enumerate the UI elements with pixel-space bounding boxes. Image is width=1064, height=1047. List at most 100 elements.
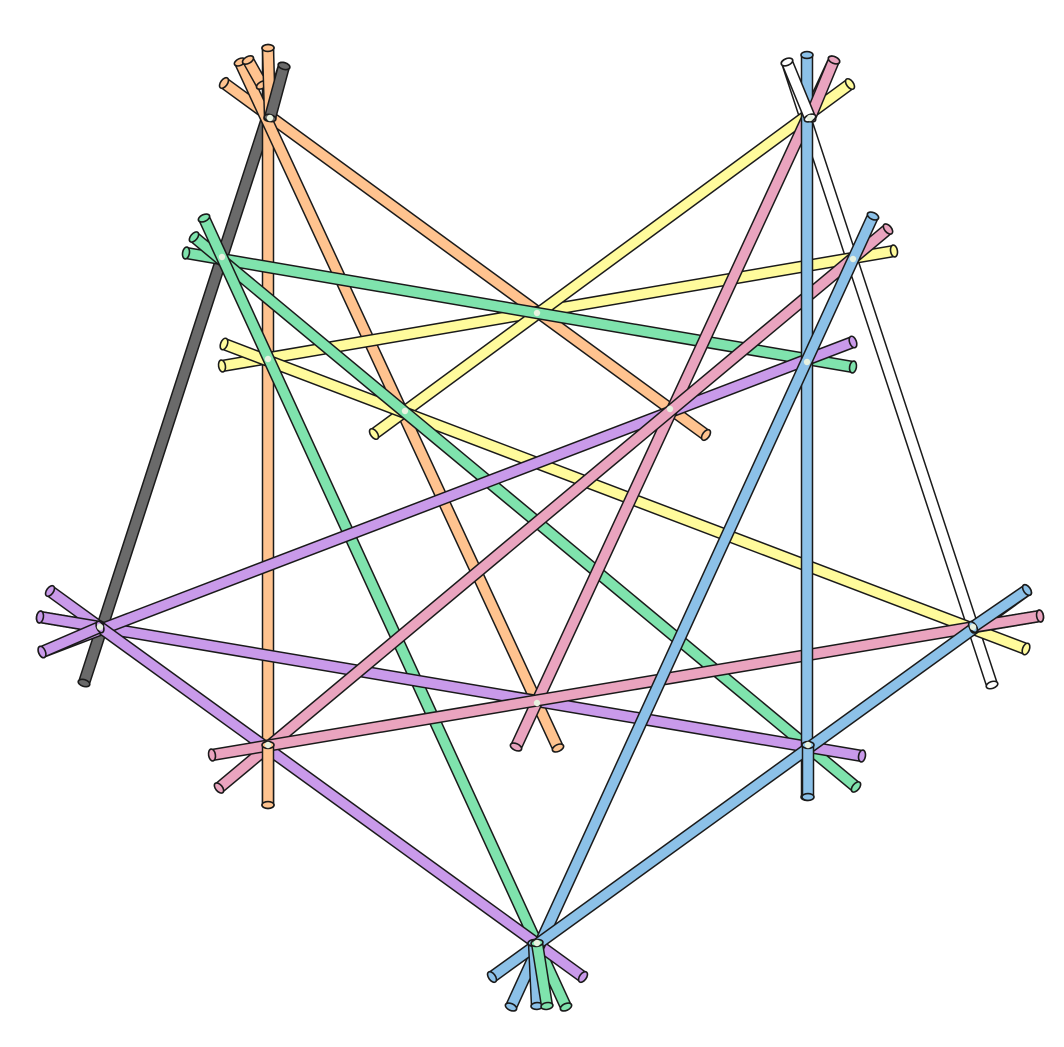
- tube-8-body: [222, 339, 1028, 654]
- tube-4-cap-b: [551, 743, 565, 753]
- node-4: [533, 309, 541, 317]
- tube-pink-16: [214, 224, 893, 793]
- tube-9-cap-b: [848, 360, 858, 374]
- node-11: [533, 699, 541, 707]
- tube-layer: [35, 43, 1045, 1012]
- tube-gray-1: [78, 64, 290, 685]
- tube-purple-14: [46, 585, 587, 983]
- tube-green-11: [198, 215, 572, 1010]
- tube-32-cap-b: [1021, 583, 1033, 597]
- tube-28-cap-b: [780, 57, 794, 67]
- tube-orange-5: [242, 56, 268, 89]
- tube-18-cap-a: [800, 50, 814, 60]
- tube-blue-19: [505, 213, 879, 1010]
- cap-layer: [96, 114, 977, 947]
- tube-14-body: [47, 587, 586, 981]
- tube-23-cap-b: [261, 800, 275, 810]
- tube-7-cap-b: [844, 77, 856, 91]
- tube-3-cap-b: [700, 428, 712, 442]
- tube-19-body: [506, 214, 878, 1009]
- node-12: [804, 741, 812, 749]
- tube-8-cap-a: [219, 337, 229, 351]
- tube-19-cap-a: [504, 1002, 518, 1012]
- tube-7-cap-a: [368, 427, 380, 441]
- tube-14-cap-b: [577, 970, 589, 984]
- tube-20-body: [489, 586, 1030, 981]
- tube-10-cap-b: [850, 781, 862, 793]
- tube-11-cap-b: [559, 1002, 573, 1012]
- tube-3-body: [221, 79, 709, 439]
- tube-19-cap-b: [866, 211, 880, 221]
- tube-12-body: [39, 612, 863, 761]
- tube-16-cap-a: [213, 782, 225, 794]
- tube-22-cap-b: [540, 1001, 554, 1011]
- node-2: [264, 355, 272, 363]
- tube-8-cap-b: [1021, 642, 1031, 656]
- tube-yellow-7: [370, 78, 854, 440]
- node-8: [806, 114, 814, 122]
- node-5: [666, 405, 674, 413]
- tube-10-body: [190, 233, 860, 791]
- tube-15-cap-a: [509, 742, 523, 752]
- tube-13-cap-b: [848, 335, 858, 349]
- tube-9-cap-a: [181, 246, 191, 260]
- node-3: [401, 407, 409, 415]
- tube-1-body: [79, 64, 289, 685]
- node-14: [533, 939, 541, 947]
- tube-17-body: [211, 611, 1041, 760]
- tube-0-body: [782, 60, 997, 687]
- tube-1-cap-b: [77, 678, 91, 688]
- tube-25-cap-b: [261, 43, 275, 53]
- tube-26-body: [265, 64, 289, 120]
- tube-16-body: [215, 225, 892, 792]
- tube-26-cap-b: [277, 61, 291, 71]
- tube-6-cap-b: [889, 244, 899, 258]
- tube-30-body: [40, 622, 102, 657]
- tube-6-cap-a: [217, 359, 227, 373]
- tube-14-cap-a: [44, 584, 56, 598]
- node-9: [96, 623, 104, 631]
- tube-32-body: [970, 586, 1030, 631]
- tube-24-cap-b: [801, 792, 815, 802]
- tube-28-body: [782, 60, 815, 120]
- tube-green-10: [190, 232, 860, 792]
- tube-white-0: [781, 60, 998, 687]
- tube-5-cap-b: [241, 55, 255, 65]
- tube-pink-27: [804, 57, 840, 121]
- tube-pink-17: [210, 609, 1042, 762]
- tube-30-cap-b: [37, 645, 47, 659]
- tube-blue-20: [488, 584, 1031, 983]
- tube-5-body: [243, 57, 267, 88]
- tube-purple-30: [39, 621, 103, 658]
- tube-blue-32: [969, 584, 1031, 633]
- tube-orange-3: [220, 77, 710, 441]
- tube-3-cap-a: [218, 76, 230, 90]
- tube-27-body: [805, 58, 839, 120]
- tube-11-body: [199, 216, 571, 1009]
- tube-gray-26: [263, 64, 291, 120]
- tube-29-cap-b: [35, 610, 45, 624]
- tube-27-cap-b: [827, 55, 841, 65]
- tube-7-body: [371, 80, 853, 438]
- tube-green-22: [530, 942, 554, 1007]
- node-7: [849, 255, 857, 263]
- tube-white-28: [781, 59, 816, 121]
- node-13: [969, 623, 977, 631]
- node-0: [266, 114, 274, 122]
- tube-13-body: [40, 337, 855, 657]
- node-6: [803, 358, 811, 366]
- tube-12-cap-b: [857, 749, 867, 763]
- tube-purple-12: [38, 610, 864, 763]
- tube-31-cap-b: [1035, 609, 1045, 623]
- tube-yellow-8: [221, 338, 1029, 655]
- tube-17-cap-a: [207, 748, 217, 762]
- tube-22-body: [532, 942, 552, 1007]
- node-1: [218, 253, 226, 261]
- node-10: [264, 741, 272, 749]
- tube-purple-13: [39, 336, 856, 658]
- tube-16-cap-b: [882, 223, 894, 235]
- tube-0-cap-b: [985, 680, 999, 690]
- tube-20-cap-a: [486, 970, 498, 984]
